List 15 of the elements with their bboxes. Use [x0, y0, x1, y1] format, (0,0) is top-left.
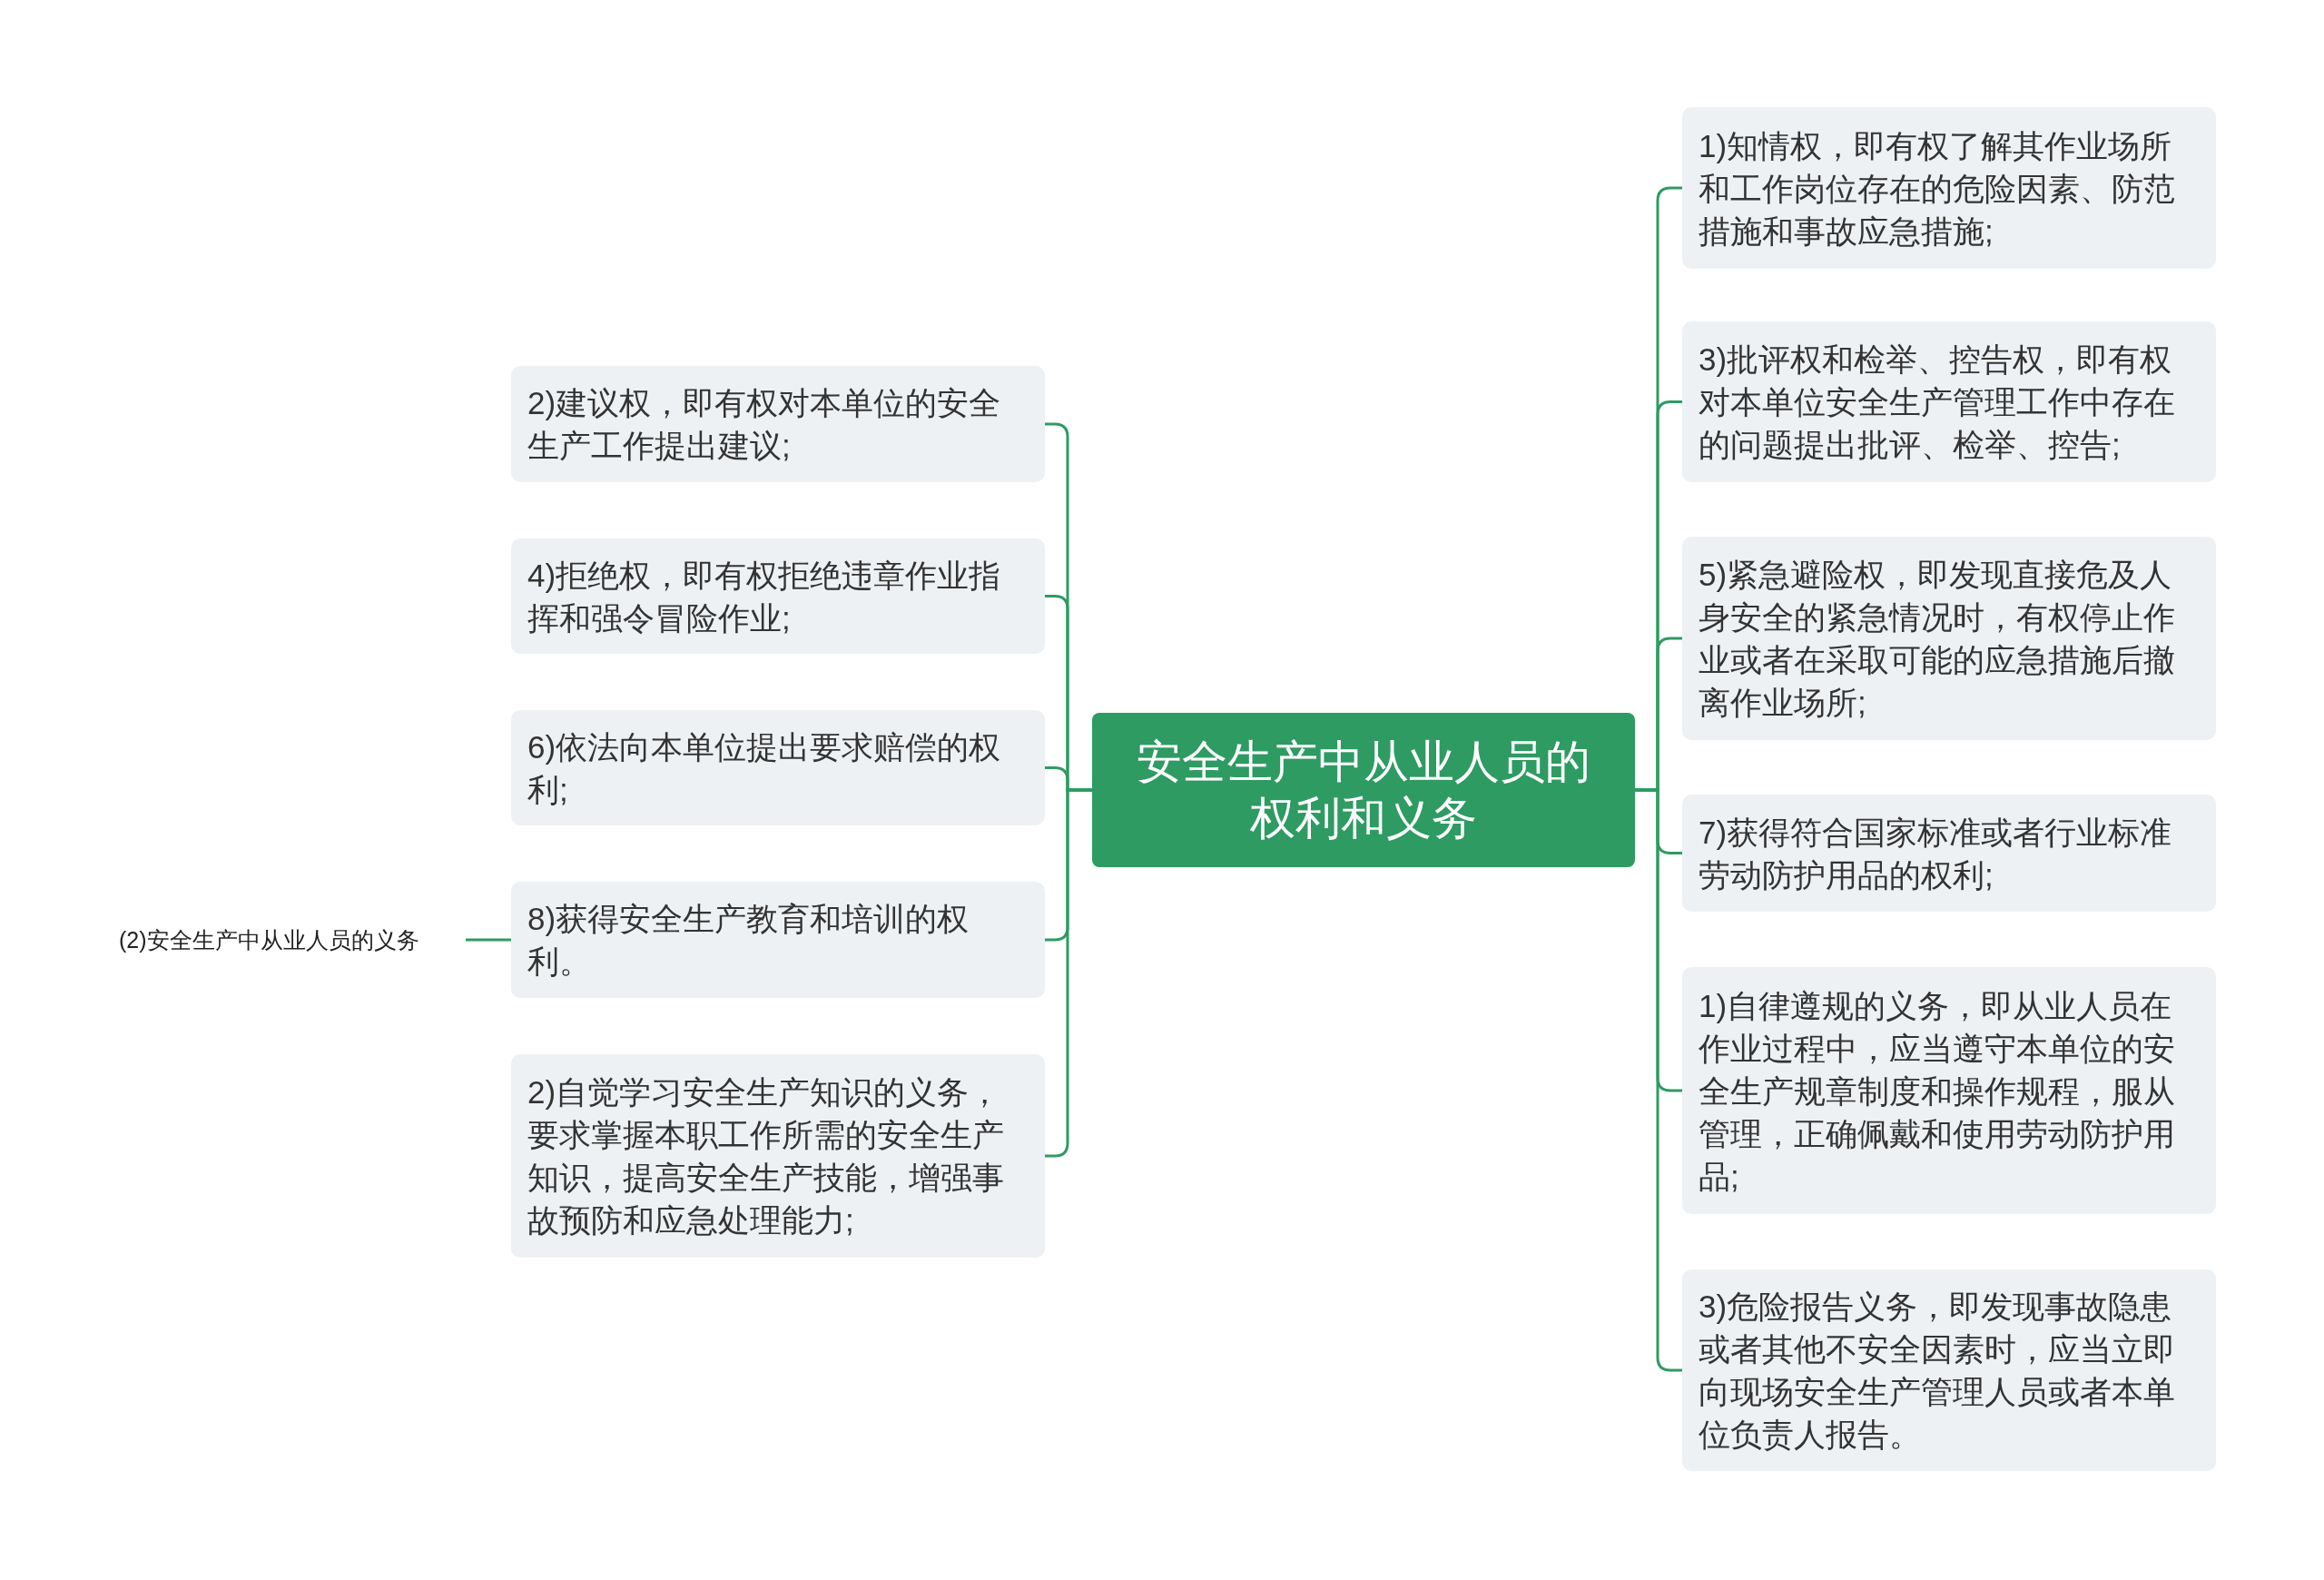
topic-box: 3)批评权和检举、控告权，即有权对本单位安全生产管理工作中存在的问题提出批评、检举、控告; — [1682, 321, 2216, 482]
topic-box: 1)知情权，即有权了解其作业场所和工作岗位存在的危险因素、防范措施和事故应急措施; — [1682, 107, 2216, 269]
topic-box: 2)自觉学习安全生产知识的义务，要求掌握本职工作所需的安全生产知识，提高安全生产技能，增强事故预防和应急处理能力; — [511, 1054, 1045, 1258]
topic-box: 5)紧急避险权，即发现直接危及人身安全的紧急情况时，有权停止作业或者在采取可能的应急措施后撤离作业场所; — [1682, 537, 2216, 740]
topic-box: 3)危险报告义务，即发现事故隐患或者其他不安全因素时，应当立即向现场安全生产管理人员或者本单位负责人报告。 — [1682, 1269, 2216, 1471]
topic-box: 8)获得安全生产教育和培训的权利。 — [511, 882, 1045, 998]
topic-box: 1)自律遵规的义务，即从业人员在作业过程中，应当遵守本单位的安全生产规章制度和操作规程，服从管理，正确佩戴和使用劳动防护用品; — [1682, 967, 2216, 1214]
topic-box: 6)依法向本单位提出要求赔偿的权利; — [511, 710, 1045, 825]
connector-line — [466, 938, 511, 942]
topic-box: 7)获得符合国家标准或者行业标准劳动防护用品的权利; — [1682, 795, 2216, 912]
connector-line — [1045, 788, 1092, 1158]
topic-box: 2)建议权，即有权对本单位的安全生产工作提出建议; — [511, 366, 1045, 482]
central-topic-box: 安全生产中从业人员的权利和义务 — [1092, 713, 1635, 867]
branch-label: (2)安全生产中从业人员的义务 — [119, 922, 455, 958]
topic-box: 4)拒绝权，即有权拒绝违章作业指挥和强令冒险作业; — [511, 538, 1045, 654]
